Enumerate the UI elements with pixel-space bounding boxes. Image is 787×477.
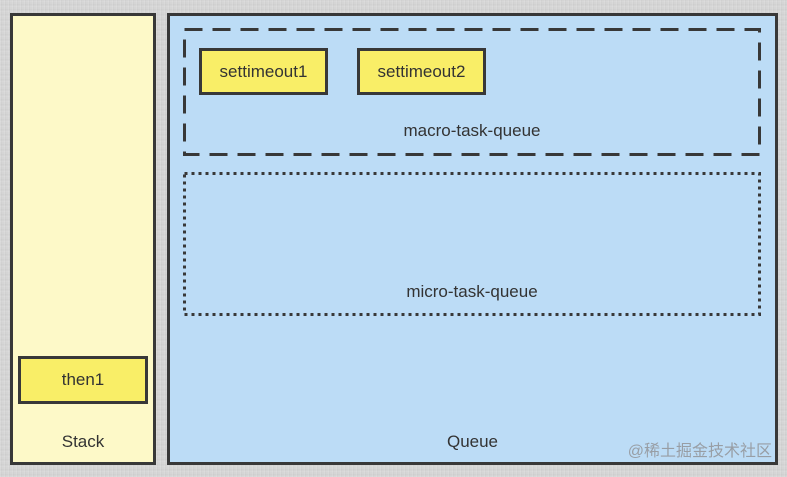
macro-task-queue-label: macro-task-queue [403,121,541,140]
queue-label: Queue [446,432,499,451]
stack-item-then1: then1 [18,356,148,404]
micro-task-queue-label: micro-task-queue [406,282,538,301]
macro-task-label: settimeout1 [219,61,308,81]
stack-item-label: then1 [61,370,105,389]
macro-task-settimeout2: settimeout2 [357,48,486,95]
macro-task-label: settimeout2 [377,61,466,81]
queue-panel: settimeout1 settimeout2 macro-task-queue… [167,13,778,465]
macro-task-queue: settimeout1 settimeout2 macro-task-queue [183,28,761,156]
macro-task-queue-dashed-border [183,28,761,156]
watermark: @稀土掘金技术社区 [627,443,772,460]
stack-label: Stack [61,432,105,451]
micro-task-queue: micro-task-queue [183,172,761,316]
macro-task-settimeout1: settimeout1 [199,48,328,95]
micro-task-queue-dotted-border [183,172,761,316]
stack-panel: then1 Stack [10,13,156,465]
